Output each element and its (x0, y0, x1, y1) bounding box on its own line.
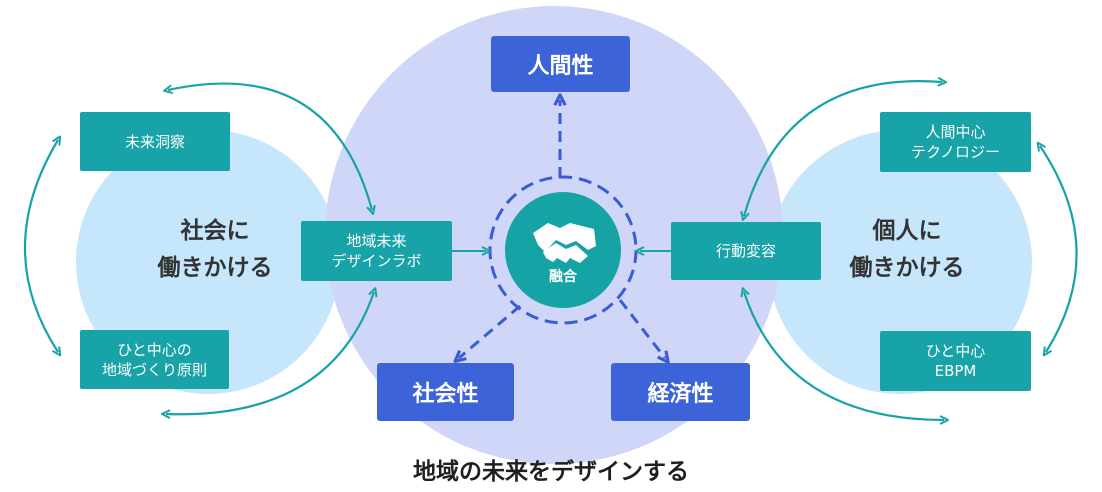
box-future-insight: 未来洞察 (80, 112, 230, 171)
box-humanity: 人間性 (491, 36, 630, 92)
arc-left-outer (23, 140, 58, 352)
left-circle-title: 社会に 働きかける (140, 213, 290, 287)
ebpm-line2: EBPM (934, 362, 977, 380)
ebpm-line1: ひと中心 (925, 342, 986, 360)
box-economy: 経済性 (611, 363, 750, 421)
arc-right-top (744, 81, 942, 216)
human-tech-line1: 人間中心 (925, 123, 986, 141)
right-title-line1: 個人に (872, 218, 942, 244)
box-design-lab: 地域未来 デザインラボ (301, 221, 452, 281)
footer-caption: 地域の未来をデザインする (413, 459, 689, 485)
box-sociality: 社会性 (377, 363, 514, 421)
design-lab-line1: 地域未来 (346, 232, 407, 250)
right-circle-title: 個人に 働きかける (832, 213, 982, 287)
hub-label: 融合 (549, 269, 577, 285)
arc-left-top (168, 82, 372, 210)
handshake-icon (533, 223, 596, 263)
right-title-line2: 働きかける (849, 255, 965, 281)
arc-right-bottom (744, 292, 944, 420)
box-human-centered-tech: 人間中心 テクノロジー (880, 112, 1031, 172)
arc-right-outer (1040, 146, 1078, 352)
left-title-line1: 社会に (180, 218, 250, 244)
box-behavior-change: 行動変容 (671, 222, 821, 280)
design-lab-line2: デザインラボ (331, 252, 422, 270)
human-tech-line2: テクノロジー (910, 143, 1001, 161)
community-principles-line1: ひと中心の (117, 340, 192, 359)
arc-left-bottom (166, 292, 374, 414)
box-community-principles: ひと中心の 地域づくり原則 (80, 330, 229, 389)
spoke-down-left (459, 304, 521, 358)
left-title-line2: 働きかける (157, 255, 273, 281)
spoke-down-right (618, 299, 665, 358)
box-ebpm: ひと中心 EBPM (880, 331, 1031, 391)
community-principles-line2: 地域づくり原則 (101, 360, 207, 379)
